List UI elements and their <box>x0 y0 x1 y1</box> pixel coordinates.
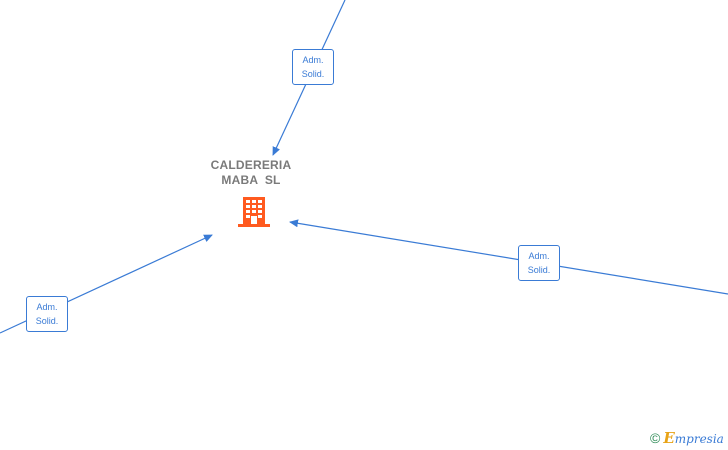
company-name[interactable]: CALDERERIA MABA SL <box>196 158 306 188</box>
brand-logo-text: mpresia <box>674 432 724 446</box>
relation-label-top[interactable]: Adm. Solid. <box>292 49 334 85</box>
brand-logo-letter: E <box>663 429 675 447</box>
relation-label-line2: Solid. <box>35 316 59 326</box>
relation-label-line2: Solid. <box>301 69 325 79</box>
relation-label-line1: Adm. <box>302 55 324 65</box>
copyright-icon: © <box>650 430 661 446</box>
relation-label-left[interactable]: Adm. Solid. <box>26 296 68 332</box>
edge-right[interactable] <box>289 219 728 295</box>
company-name-line2: MABA SL <box>221 173 281 187</box>
relation-label-line1: Adm. <box>528 251 550 261</box>
company-name-line1: CALDERERIA <box>210 158 292 172</box>
relation-label-right[interactable]: Adm. Solid. <box>518 245 560 281</box>
building-icon[interactable] <box>236 194 272 230</box>
relation-label-line2: Solid. <box>527 265 551 275</box>
brand-logo[interactable]: ©Empresia <box>650 429 724 447</box>
relation-label-line1: Adm. <box>36 302 58 312</box>
